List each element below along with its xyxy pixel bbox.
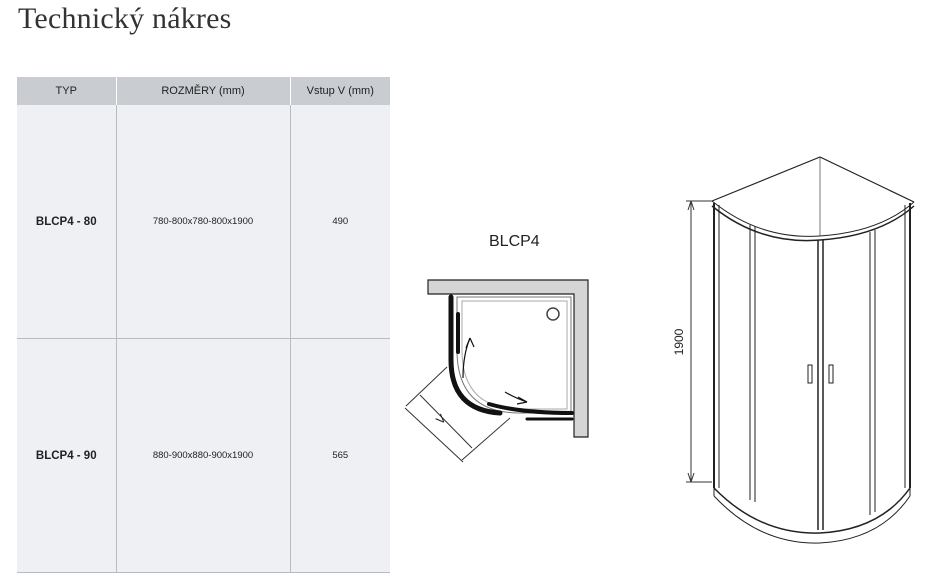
- spec-table: TYP ROZMĚRY (mm) Vstup V (mm) BLCP4 - 80…: [17, 77, 390, 573]
- col-header-vstup: Vstup V (mm): [290, 77, 390, 105]
- col-header-rozmery: ROZMĚRY (mm): [116, 77, 291, 105]
- table-header-row: TYP ROZMĚRY (mm) Vstup V (mm): [17, 77, 390, 105]
- table-row: BLCP4 - 80 780-800x780-800x1900 490: [17, 105, 390, 339]
- plan-label: BLCP4: [489, 233, 540, 250]
- enclosure-3d-drawing: [711, 156, 915, 544]
- cell-typ: BLCP4 - 80: [17, 105, 117, 339]
- drain-icon: [546, 307, 560, 321]
- height-dimension: [686, 200, 712, 483]
- door-arrows: [462, 337, 528, 405]
- sliding-doors: [448, 294, 574, 421]
- page-title: Technický nákres: [18, 2, 232, 35]
- entry-dimension: [404, 366, 511, 463]
- cell-vstup: 490: [290, 105, 390, 339]
- cell-rozmery: 880-900x880-900x1900: [116, 338, 291, 573]
- plan-walls: [427, 279, 589, 438]
- entry-label: V: [433, 412, 449, 428]
- cell-rozmery: 780-800x780-800x1900: [116, 105, 291, 339]
- height-label: 1900: [672, 328, 686, 355]
- cell-vstup: 565: [290, 338, 390, 573]
- cell-typ: BLCP4 - 90: [17, 338, 117, 573]
- col-header-typ: TYP: [17, 77, 117, 105]
- table-row: BLCP4 - 90 880-900x880-900x1900 565: [17, 338, 390, 573]
